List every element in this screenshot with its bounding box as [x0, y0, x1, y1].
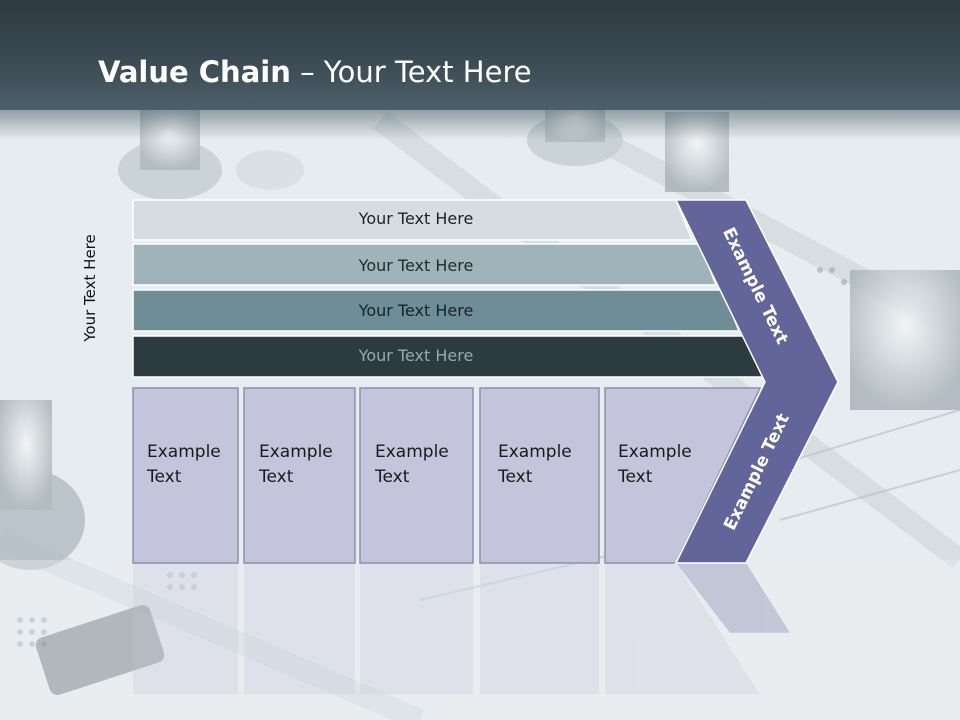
activity-cell-reflection-4 [480, 563, 599, 695]
support-bar-2 [132, 243, 718, 286]
cell-label-4: Example Text [498, 442, 572, 487]
title-rest: – Your Text Here [290, 55, 532, 89]
activity-cell-3 [359, 387, 474, 564]
page-title: Value Chain – Your Text Here [98, 55, 532, 89]
support-bar-1 [132, 199, 694, 241]
bar-label-4: Your Text Here [358, 346, 474, 365]
arrow-reflection [676, 563, 790, 633]
cell-label-3: Example Text [375, 442, 449, 487]
bar-label-1: Your Text Here [358, 209, 474, 228]
bar-label-2: Your Text Here [358, 256, 474, 275]
activity-cell-4 [479, 387, 600, 564]
knob-decoration [0, 100, 960, 570]
bar-label-3: Your Text Here [358, 301, 474, 320]
activity-cell-reflection-2 [244, 563, 355, 695]
value-chain-arrow [674, 199, 839, 564]
activity-cell-reflection-5 [605, 563, 760, 695]
activity-cells [132, 387, 762, 564]
support-bar-3 [132, 289, 741, 332]
activity-cell-reflection-3 [360, 563, 473, 695]
cell-label-5: Example Text [618, 442, 692, 487]
title-bold: Value Chain [98, 55, 291, 89]
support-bars [132, 199, 766, 378]
diagram-reflection [133, 563, 790, 695]
activity-cell-reflection-1 [133, 563, 238, 695]
activity-cell-1 [132, 387, 239, 564]
header-shadow [0, 110, 960, 140]
cell-label-1: Example Text [147, 442, 221, 487]
activity-cell-2 [243, 387, 356, 564]
cell-label-2: Example Text [259, 442, 333, 487]
header-bar [0, 0, 960, 110]
